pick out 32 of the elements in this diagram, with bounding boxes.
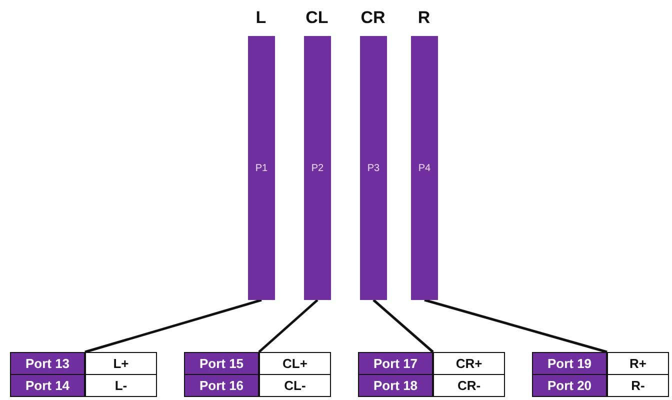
- signal-cell: CL+: [259, 352, 331, 375]
- port-cell: Port 17: [358, 352, 433, 375]
- signal-cell: R-: [607, 374, 669, 397]
- channel-bar: P4: [411, 36, 438, 300]
- port-table: [532, 352, 668, 396]
- port-cell: Port 15: [184, 352, 259, 375]
- channel-heading: R: [416, 8, 432, 28]
- port-cell: Port 19: [532, 352, 607, 375]
- port-table: [184, 352, 330, 396]
- port-table: [10, 352, 156, 396]
- signal-cell: CR+: [433, 352, 505, 375]
- signal-cell: R+: [607, 352, 669, 375]
- signal-cell: CL-: [259, 374, 331, 397]
- port-cell: Port 14: [10, 374, 85, 397]
- channel-heading: CL: [304, 8, 330, 28]
- signal-cell: L+: [85, 352, 157, 375]
- port-cell: Port 20: [532, 374, 607, 397]
- channel-heading: L: [254, 8, 268, 28]
- channel-heading: CR: [360, 8, 386, 28]
- signal-cell: CR-: [433, 374, 505, 397]
- channel-bar: P1: [248, 36, 275, 300]
- port-cell: Port 16: [184, 374, 259, 397]
- connector-line: [84, 298, 262, 354]
- port-cell: Port 13: [10, 352, 85, 375]
- port-table: [358, 352, 504, 396]
- channel-bar: P3: [360, 36, 387, 300]
- signal-cell: L-: [85, 374, 157, 397]
- port-cell: Port 18: [358, 374, 433, 397]
- connector-line: [424, 298, 608, 354]
- connector-line: [258, 299, 318, 353]
- connector-line: [372, 299, 434, 353]
- channel-bar: P2: [304, 36, 331, 300]
